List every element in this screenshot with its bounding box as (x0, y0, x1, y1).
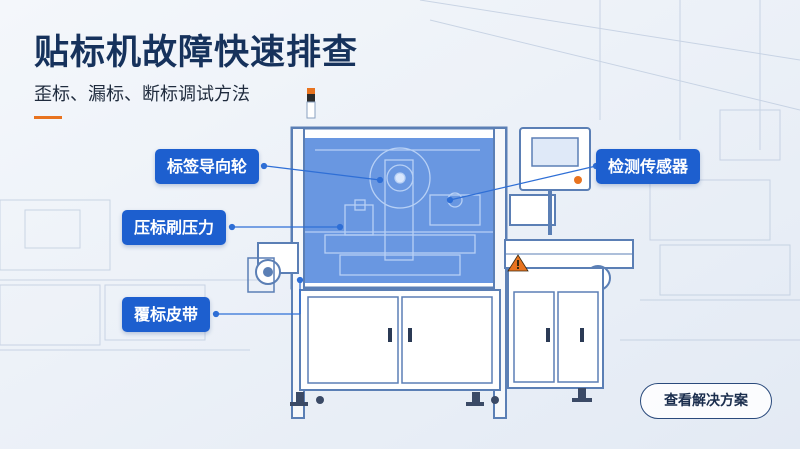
warning-icon (507, 254, 529, 272)
callout-label-guide-wheel: 标签导向轮 (155, 149, 260, 184)
callout-detection-sensor: 检测传感器 (596, 149, 701, 184)
callout-covering-belt: 覆标皮带 (122, 297, 211, 332)
accent-divider (34, 116, 62, 119)
control-panel-screen (531, 137, 579, 167)
callout-brush-pressure: 压标刷压力 (122, 210, 227, 245)
signal-tower (306, 88, 316, 119)
view-solution-button[interactable]: 查看解决方案 (640, 383, 772, 419)
page-title: 贴标机故障快速排查 (34, 33, 359, 73)
page-subtitle: 歪标、漏标、断标调试方法 (34, 84, 250, 105)
